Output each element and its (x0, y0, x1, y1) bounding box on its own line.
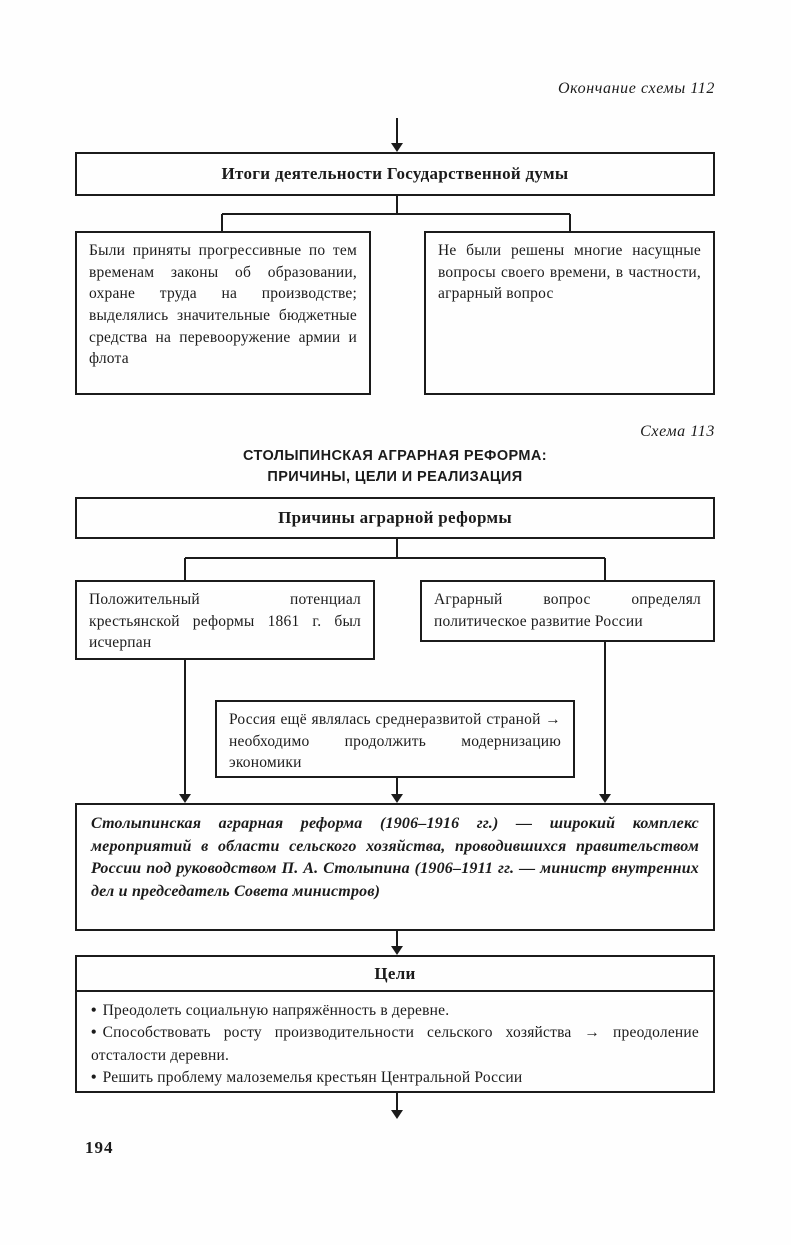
duma-results-right-box: Не были решены многие насущные вопросы с… (424, 231, 715, 395)
goal-text: Способствовать росту производительности … (91, 1024, 699, 1064)
goal-item: •Способствовать росту производительности… (91, 1022, 699, 1067)
goals-list-box: • Преодолеть социальную напряжённость в д… (75, 990, 715, 1093)
cause-right-box: Аграрный вопрос определял политическое р… (420, 580, 715, 642)
goal-text: Решить проблему малоземелья крестьян Цен… (102, 1069, 523, 1087)
continuation-note: Окончание схемы 112 (558, 80, 715, 97)
duma-results-left-box: Были приняты прогрессивные по тем времен… (75, 231, 371, 395)
reform-definition-box: Столыпинская аграрная реформа (1906–1916… (75, 803, 715, 931)
arrow-goals-continuation (391, 1093, 403, 1119)
goals-title-box: Цели (75, 955, 715, 992)
duma-results-title-box: Итоги деятельности Государственной думы (75, 152, 715, 196)
scheme-113-heading-line1: СТОЛЫПИНСКАЯ АГРАРНАЯ РЕФОРМА: (243, 448, 547, 464)
page-number: 194 (85, 1138, 114, 1157)
fork-under-causes-title (184, 539, 606, 581)
bullet-marker: • (91, 1002, 97, 1019)
arrow-left-cause-to-definition (179, 660, 191, 803)
scheme-113-heading-line2: ПРИЧИНЫ, ЦЕЛИ И РЕАЛИЗАЦИЯ (267, 469, 523, 486)
fork-under-title-112 (221, 196, 571, 231)
bullet-marker: • (91, 1069, 97, 1087)
arrow-into-title-112 (391, 118, 403, 152)
bullet-marker: • (91, 1024, 97, 1042)
arrow-middle-cause-to-definition (391, 778, 403, 803)
arrow-right-cause-to-definition (599, 642, 611, 803)
goal-item: • Решить проблему малоземелья крестьян Це… (91, 1067, 699, 1089)
scheme-113-heading: СТОЛЫПИНСКАЯ АГРАРНАЯ РЕФОРМА: ПРИЧИНЫ, … (75, 446, 715, 488)
scheme-113-label: Схема 113 (640, 423, 715, 440)
cause-middle-box: Россия ещё являлась среднеразвитой стран… (215, 700, 575, 778)
goal-text: Преодолеть социальную напряжённость в де… (102, 1002, 450, 1019)
causes-title-box: Причины аграрной реформы (75, 497, 715, 539)
goal-item: • Преодолеть социальную напряжённость в д… (91, 1000, 699, 1022)
cause-left-box: Положительный потенциал крестьянской реф… (75, 580, 375, 660)
arrow-definition-to-goals (391, 931, 403, 955)
